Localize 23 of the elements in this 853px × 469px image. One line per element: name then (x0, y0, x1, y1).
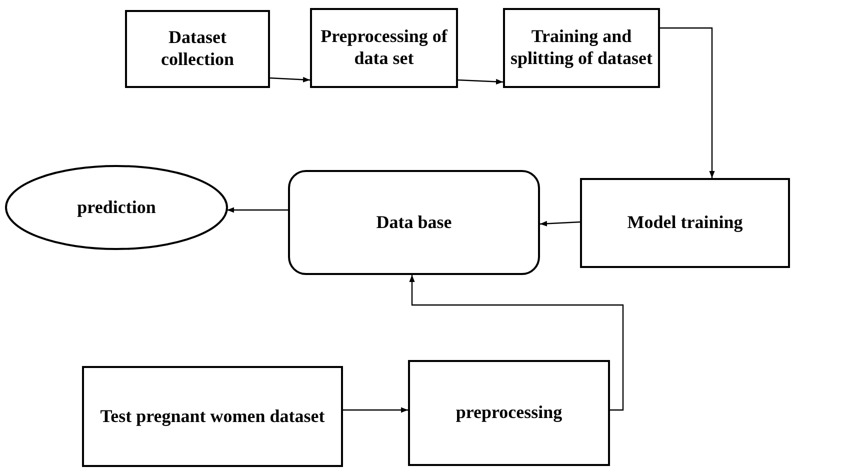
box-label: Test pregnant women dataset (100, 406, 325, 428)
arrow (409, 275, 624, 411)
ellipse-node (5, 165, 228, 250)
process-box (125, 10, 270, 88)
process-box (580, 178, 790, 268)
arrow (343, 407, 408, 413)
arrow (458, 78, 504, 84)
arrow (227, 207, 288, 213)
rounded-box (288, 170, 540, 275)
box-label: preprocessing (456, 402, 562, 424)
arrow (540, 220, 580, 226)
process-box (408, 360, 610, 466)
box-label: Dataset collection (160, 27, 235, 71)
box-label: Preprocessing of data set (320, 26, 448, 70)
box-label: Model training (627, 212, 743, 234)
process-box (82, 366, 343, 467)
arrow (660, 27, 715, 178)
process-box (310, 8, 458, 88)
box-label: Training and splitting of dataset (509, 26, 654, 70)
box-label: prediction (77, 196, 156, 218)
process-box (503, 8, 660, 88)
box-label: Data base (376, 212, 452, 234)
arrow (270, 76, 310, 82)
